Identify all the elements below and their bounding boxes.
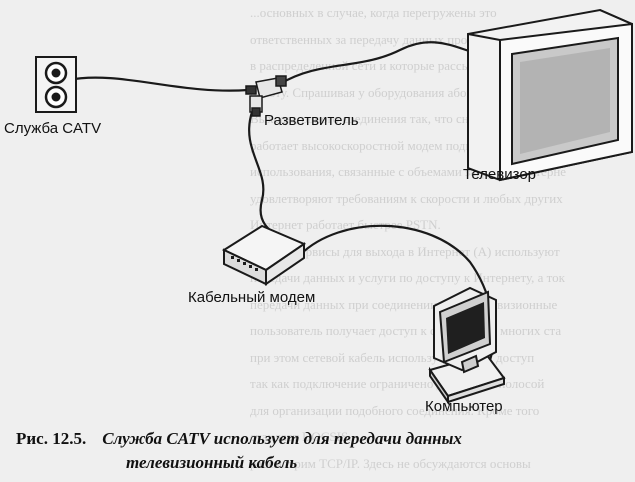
background-body-text: ...основных в случае, когда перегружены … — [250, 0, 635, 477]
computer-icon — [428, 286, 506, 406]
bg-line: передачи данных и услуги по доступу к Ин… — [250, 270, 565, 285]
tv-icon — [467, 8, 633, 182]
bg-line: стандарт DOCSIS. — [250, 429, 352, 444]
cable-splitter-to-modem — [248, 110, 284, 240]
cable-modem-icon — [221, 224, 307, 286]
label-catv-service: Служба CATV — [4, 120, 102, 137]
label-splitter: Разветвитель — [264, 112, 359, 129]
bg-line: рассмотрим TCP/IP. Здесь не обсуждаются … — [250, 455, 531, 471]
cable-wall-to-splitter — [66, 76, 250, 92]
bg-line: ...основных в случае, когда перегружены … — [250, 5, 497, 20]
figure-caption: Рис. 12.5. Служба CATV использует для пер… — [16, 427, 462, 475]
caption-line-2: телевизионный кабель — [126, 453, 298, 472]
bg-line: Интернет работает быстрее PSTN. — [250, 217, 441, 232]
bg-line: Однако сервисы для выхода в Интернет (А)… — [250, 243, 560, 259]
caption-line-1: Служба CATV использует для передачи данн… — [102, 429, 462, 448]
splitter-icon — [245, 75, 287, 117]
bg-line: работает высокоскоростной модем подключе… — [250, 137, 530, 153]
cable-splitter-to-tv — [278, 41, 474, 86]
label-cable-modem: Кабельный модем — [188, 289, 316, 306]
bg-line: для организации подобного соединения. Кр… — [250, 402, 540, 418]
bg-line: удовлетворяют требованиям к скорости и л… — [250, 190, 563, 206]
label-computer: Компьютер — [425, 398, 503, 415]
catv-wall-outlet-icon — [35, 56, 77, 113]
caption-number: Рис. 12.5. — [16, 429, 87, 448]
label-tv: Телевизор — [463, 166, 537, 183]
